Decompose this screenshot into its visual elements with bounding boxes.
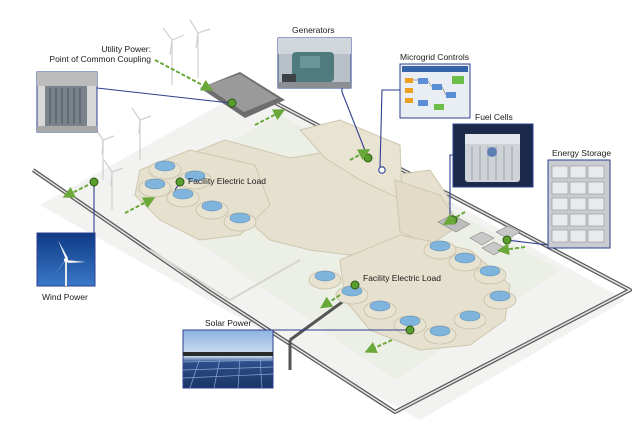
wind-power-label: Wind Power	[42, 292, 88, 302]
energy-storage-label: Energy Storage	[552, 148, 612, 158]
facility-load-label-1: Facility Electric Load	[188, 176, 266, 186]
microgrid-controls-label: Microgrid Controls	[400, 52, 469, 62]
utility-photo	[36, 71, 98, 133]
utility-power-label-line1: Utility Power:	[101, 44, 151, 54]
building-pods	[138, 160, 517, 345]
generators-label: Generators	[292, 25, 335, 35]
energy-storage-photo	[547, 159, 611, 249]
walkway	[149, 249, 301, 302]
solar-power-photo	[182, 329, 274, 389]
microgrid-controls-node	[378, 166, 386, 174]
fuel-cells-photo	[452, 123, 534, 188]
facility-load-label-2: Facility Electric Load	[363, 273, 441, 283]
wind-power-photo	[36, 232, 96, 287]
utility-power-label-line2: Point of Common Coupling	[49, 54, 151, 64]
microgrid-controls-photo	[399, 63, 471, 119]
power-flow-arrows	[62, 59, 526, 353]
storage-block-1	[469, 231, 495, 246]
solar-power-label: Solar Power	[205, 318, 252, 328]
substation-top	[205, 74, 278, 112]
generators-photo	[277, 37, 352, 89]
utility-power-label: Utility Power: Point of Common Coupling	[49, 44, 151, 64]
fuel-cells-label: Fuel Cells	[475, 112, 513, 122]
building-wing-right	[394, 179, 461, 246]
wind-turbines	[94, 19, 211, 210]
